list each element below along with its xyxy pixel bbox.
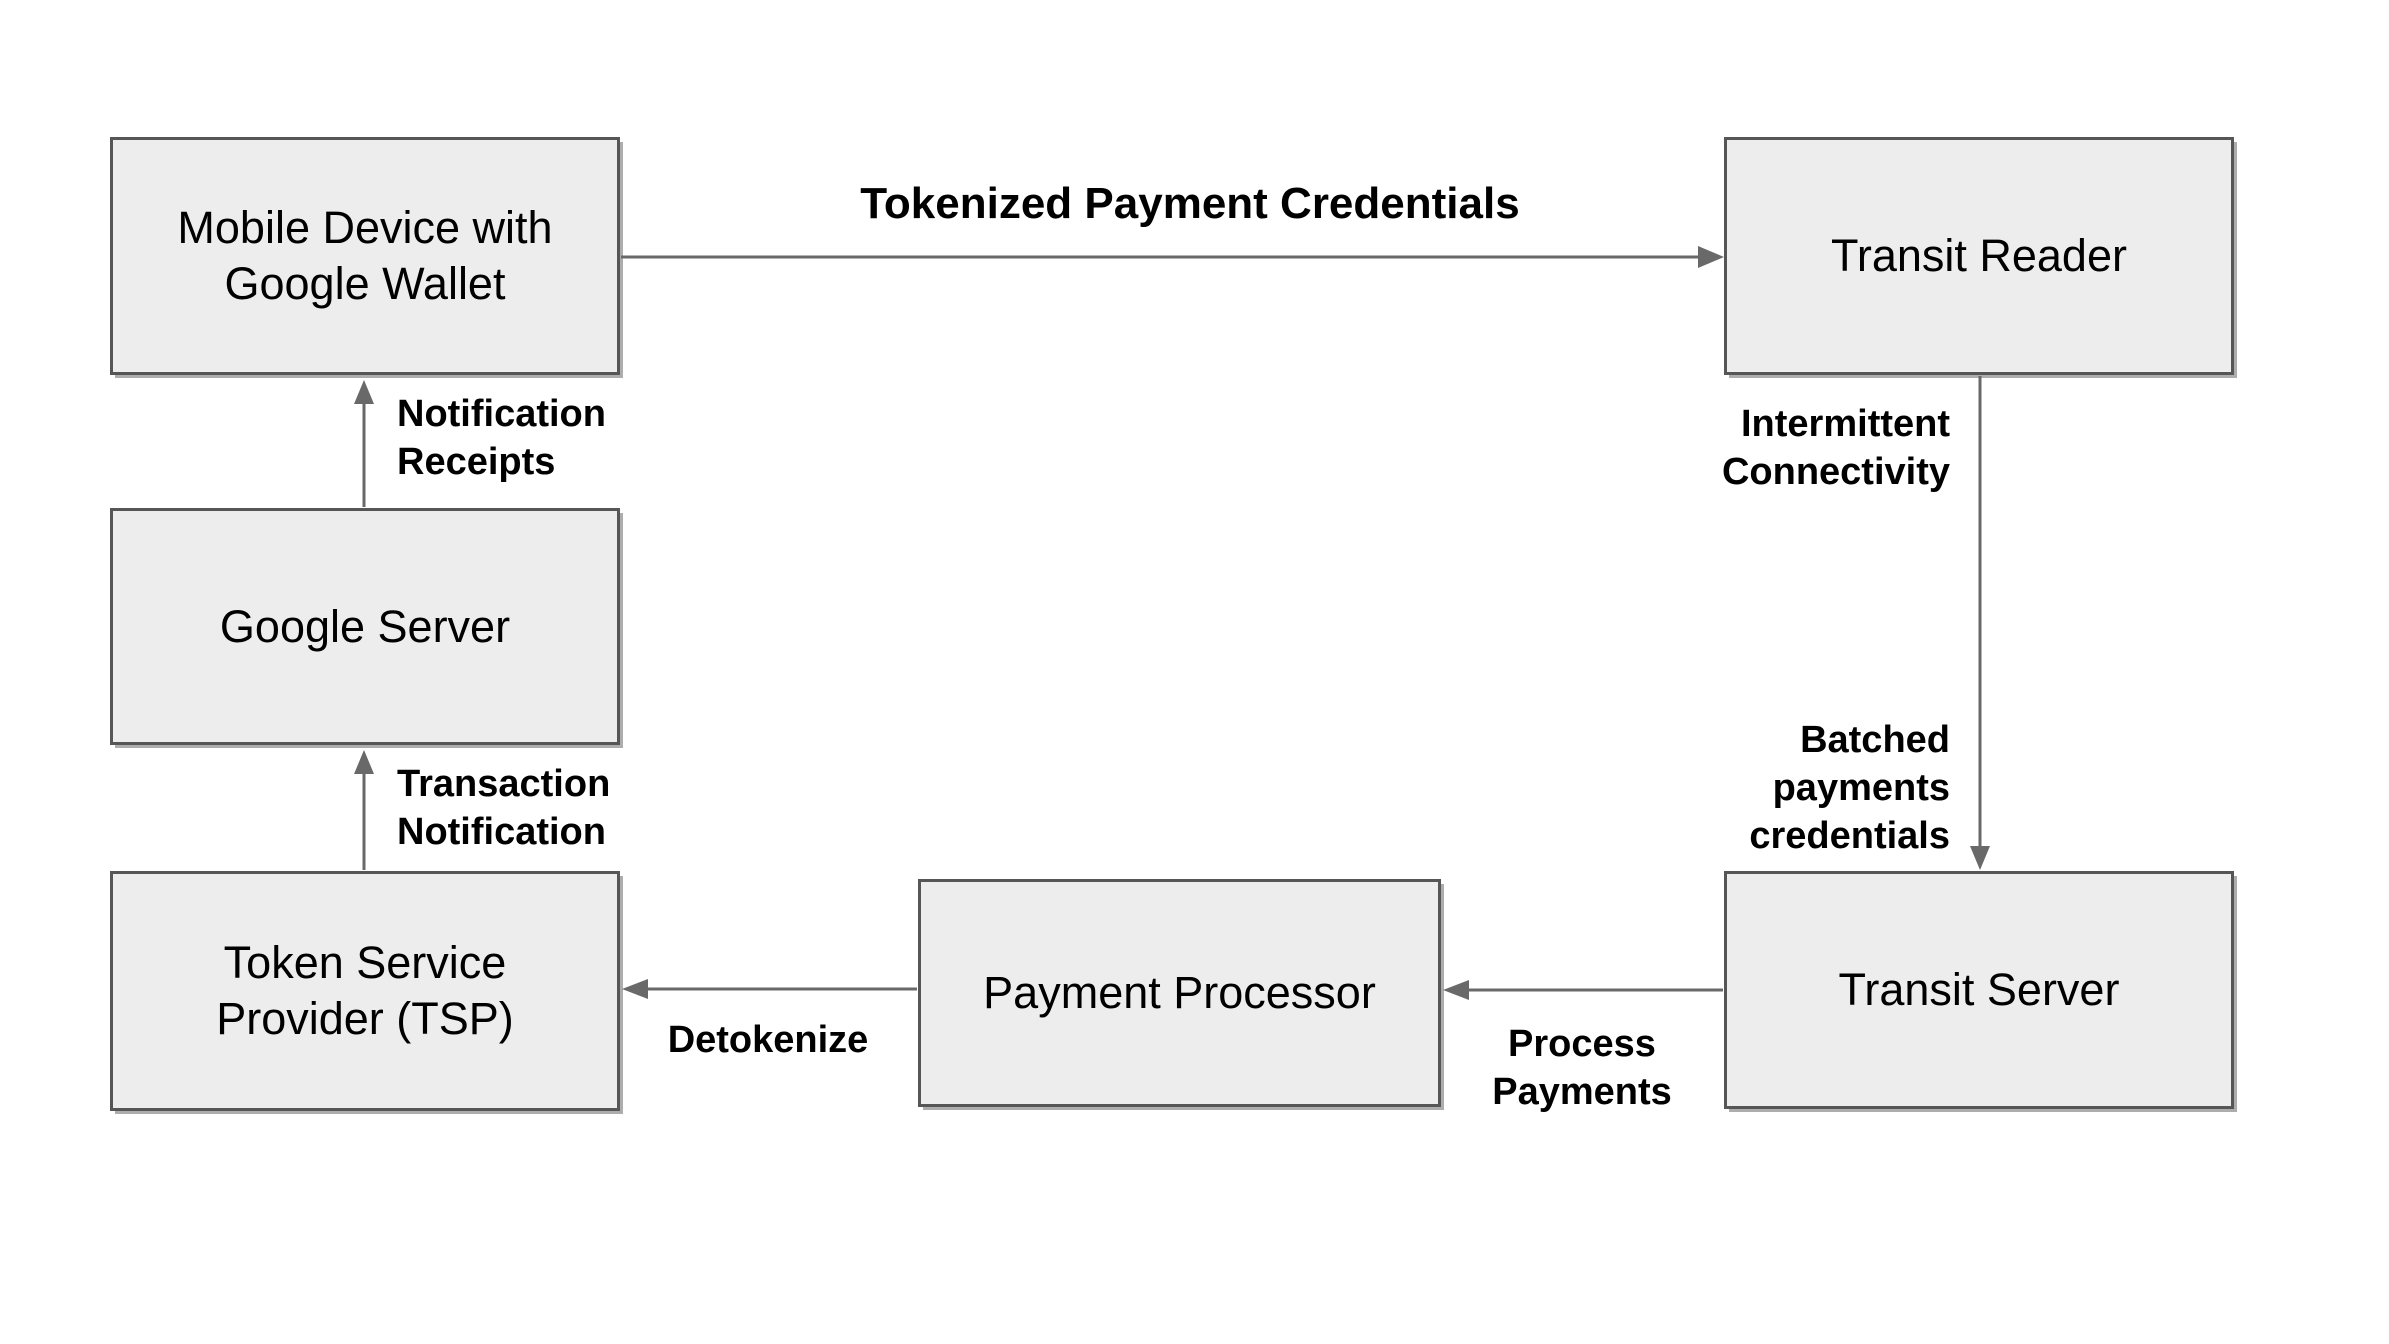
node-mobile-device-google-wallet: Mobile Device with Google Wallet (110, 137, 620, 375)
edge-label-line: Tokenized Payment Credentials (860, 179, 1520, 228)
edge-label-notification-receipts: Notification Receipts (397, 390, 606, 486)
node-label: Payment Processor (983, 965, 1376, 1021)
edge-label-line: credentials (1749, 815, 1950, 857)
node-label-line: Google Wallet (224, 258, 506, 309)
node-label: Google Server (220, 599, 510, 655)
edge-label-line: Transaction (397, 763, 611, 805)
node-label: Mobile Device with Google Wallet (177, 200, 552, 312)
edge-label-line: payments (1772, 767, 1950, 809)
node-label: Transit Server (1839, 962, 2120, 1018)
edge-label-line: Detokenize (667, 1019, 869, 1061)
node-payment-processor: Payment Processor (918, 879, 1441, 1107)
edge-label-line: Notification (397, 393, 606, 435)
arrow-process-payments (1443, 980, 1723, 1000)
node-label-line: Provider (TSP) (216, 993, 514, 1044)
node-label-line: Token Service (223, 937, 507, 988)
edge-label-intermittent-connectivity: Intermittent Connectivity (1722, 400, 1950, 496)
arrow-notification-receipts (354, 380, 374, 507)
node-transit-server: Transit Server (1724, 871, 2234, 1109)
edge-label-line: Batched (1800, 719, 1950, 761)
node-label-line: Transit Server (1838, 964, 2120, 1015)
node-label: Token Service Provider (TSP) (216, 935, 514, 1047)
arrow-detokenize (622, 979, 917, 999)
arrow-tokenized-payment-credentials (621, 246, 1724, 268)
arrow-batched-payments-credentials (1970, 376, 1990, 870)
node-label-line: Google Server (219, 600, 511, 652)
node-label-line: Mobile Device with (177, 202, 553, 253)
node-label-line: Payment Processor (983, 967, 1376, 1018)
node-label: Transit Reader (1831, 228, 2127, 284)
edge-label-line: Process (1508, 1023, 1656, 1065)
edge-label-line: Payments (1492, 1071, 1672, 1113)
edge-label-detokenize: Detokenize (618, 1016, 918, 1064)
edge-label-line: Receipts (397, 441, 556, 483)
node-token-service-provider: Token Service Provider (TSP) (110, 871, 620, 1111)
node-google-server: Google Server (110, 508, 620, 745)
node-label-line: Transit Reader (1831, 230, 2127, 281)
edge-label-transaction-notification: Transaction Notification (397, 760, 610, 856)
edge-label-process-payments: Process Payments (1432, 1020, 1732, 1116)
edge-label-line: Connectivity (1721, 451, 1950, 493)
node-transit-reader: Transit Reader (1724, 137, 2234, 375)
arrow-transaction-notification (354, 750, 374, 870)
edge-label-batched-payments-credentials: Batched payments credentials (1749, 716, 1950, 860)
edge-label-tokenized-payment-credentials: Tokenized Payment Credentials (820, 178, 1560, 230)
edge-label-line: Notification (397, 811, 606, 853)
edge-label-line: Intermittent (1741, 403, 1950, 445)
